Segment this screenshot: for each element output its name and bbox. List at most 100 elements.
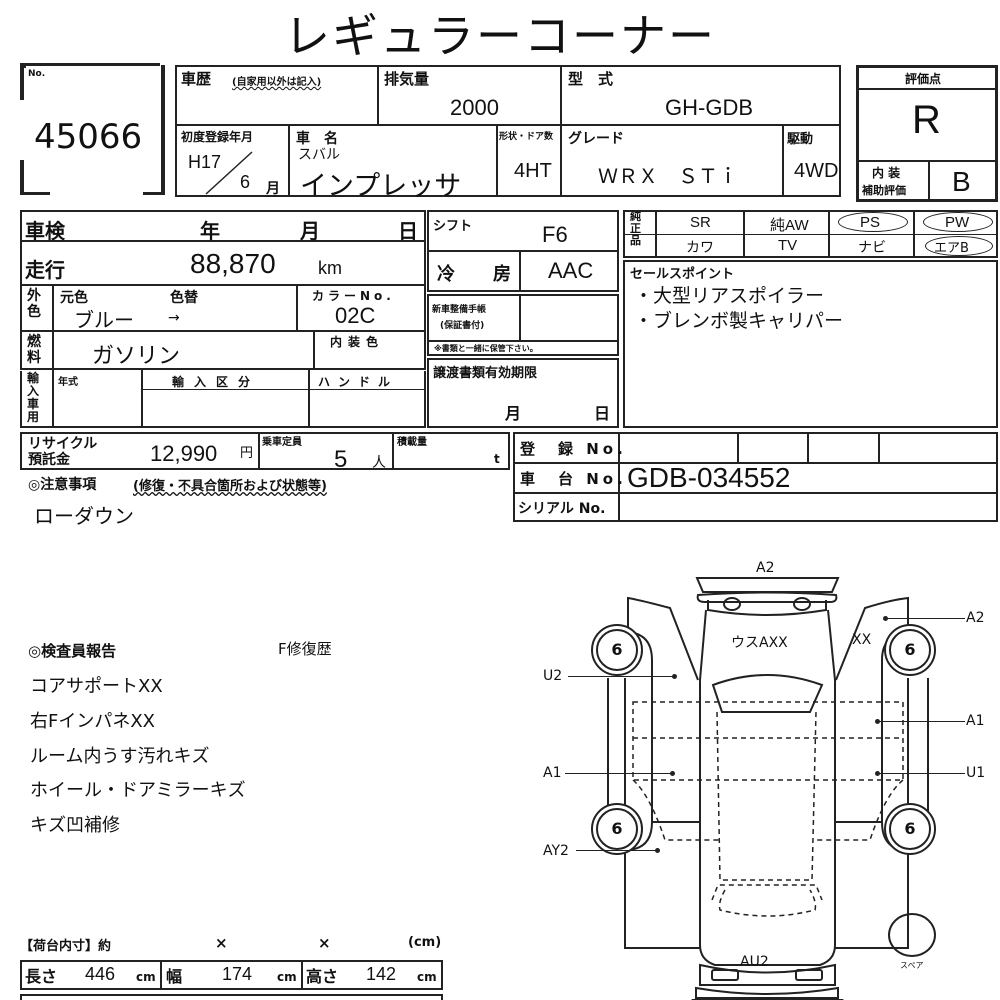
caution-value: ローダウン	[34, 504, 134, 528]
tire-front-right: 6	[889, 808, 931, 850]
exterior-color-side-label: 外色	[27, 288, 41, 320]
genuine-side-label: 純正品	[630, 210, 641, 247]
damage-trunk: ウスAXX	[731, 635, 788, 651]
capacity-unit: 人	[372, 455, 386, 471]
fuel-side-label: 燃料	[27, 334, 41, 366]
aircon-value: AAC	[548, 258, 594, 283]
inspection-mileage-block	[20, 210, 426, 428]
cargo-length: 446	[85, 964, 116, 984]
option-genuine-aw: 純AW	[770, 217, 809, 234]
mileage-value: 88,870	[190, 248, 276, 279]
car-maker: スバル	[298, 147, 340, 163]
inspector-report-line: ホイール・ドアミラーキズ	[30, 780, 246, 801]
interior-color-label: 内装色	[330, 335, 385, 349]
interior-score-value: B	[952, 166, 971, 197]
inspector-report-line: ルーム内うす汚れキズ	[30, 746, 210, 767]
inspection-label: 車検	[25, 219, 65, 243]
service-book-note: ※書類と一緒に保管下さい。	[434, 344, 538, 353]
spare-tire-label: スペア	[900, 961, 924, 970]
original-color-value: ブルー	[74, 308, 134, 332]
sales-points-box	[623, 260, 998, 428]
cargo-label: 【荷台内寸】約	[20, 939, 112, 954]
vehicle-history-label: 車歴	[181, 70, 212, 88]
recycle-value: 12,990	[150, 441, 218, 466]
damage-right-front-door: U1	[966, 765, 986, 781]
drive-label: 駆動	[787, 132, 814, 147]
pw-circled-mark	[923, 212, 993, 232]
ps-circled-mark	[838, 212, 908, 232]
chassis-no-label: 車 台 No.	[520, 470, 627, 488]
color-no-label: カラーNo.	[312, 289, 395, 303]
aircon-label: 冷 房	[437, 264, 521, 285]
spare-tire-icon	[888, 913, 936, 957]
shift-value: F6	[542, 222, 568, 247]
transfer-day-unit: 日	[594, 404, 611, 423]
first-registration-year: H17	[188, 152, 222, 172]
original-color-label: 元色	[60, 290, 88, 306]
load-label: 積載量	[397, 437, 427, 448]
import-year-label: 年式	[58, 377, 78, 388]
cargo-width-label: 幅	[166, 967, 183, 986]
displacement-label: 排気量	[384, 70, 430, 88]
tire-front-left: 6	[596, 808, 638, 850]
serial-no-label: シリアル No.	[518, 501, 606, 517]
inspection-day-unit: 日	[398, 219, 418, 243]
service-book-label: 新車整備手帳	[432, 305, 487, 315]
cargo-height-unit: cm	[417, 970, 437, 984]
transfer-month-unit: 月	[505, 404, 522, 423]
sales-point-item: ・大型リアスポイラー	[634, 285, 825, 307]
option-leather: カワ	[686, 240, 714, 256]
inspector-report-line: キズ凹補修	[30, 815, 120, 836]
registration-table	[513, 432, 998, 522]
inspection-year-unit: 年	[200, 219, 220, 243]
vehicle-history-note: (自家用以外は記入)	[232, 77, 322, 88]
shift-label: シフト	[433, 219, 473, 234]
cargo-unit-label: (cm)	[408, 935, 442, 950]
score-value: R	[912, 98, 941, 142]
car-name-value: インプレッサ	[300, 171, 462, 202]
displacement-value: 2000	[450, 95, 499, 120]
lot-number-label: No.	[28, 69, 46, 79]
month-unit: 月	[266, 181, 280, 197]
recycle-unit: 円	[240, 446, 254, 461]
drive-value: 4WD	[794, 160, 839, 182]
cargo-length-unit: cm	[136, 970, 156, 984]
transfer-docs-block	[427, 358, 619, 428]
lot-number: 45066	[34, 117, 143, 157]
service-book-block	[427, 294, 619, 356]
inspector-report-label: ◎検査員報告	[28, 642, 117, 660]
model-code-label: 型 式	[568, 70, 614, 88]
repair-history-flag: F修復歴	[278, 640, 332, 658]
capacity-label: 乗車定員	[262, 437, 302, 448]
capacity-value: 5	[334, 446, 348, 473]
score-box	[856, 65, 998, 202]
vehicle-info-block	[175, 65, 841, 197]
lot-number-box: No. 45066	[20, 63, 165, 195]
car-name-label: 車 名	[296, 131, 338, 147]
cargo-height-label: 高さ	[306, 967, 339, 986]
damage-left-rear-quarter: U2	[543, 668, 563, 684]
recycle-capacity-row	[20, 432, 510, 470]
sheet-title: レギュラーコーナー	[284, 9, 716, 63]
service-book-sublabel: (保証書付)	[440, 321, 485, 331]
inspection-month-unit: 月	[300, 219, 320, 243]
sales-points-label: セールスポイント	[630, 267, 735, 282]
damage-rear-spoiler: A2	[756, 560, 775, 576]
damage-left-rear-door: A1	[543, 765, 562, 781]
cargo-height: 142	[366, 964, 397, 984]
interior-score-label-2: 補助評価	[862, 184, 906, 197]
cargo-times-2: ×	[318, 934, 331, 952]
cargo-width: 174	[222, 964, 253, 984]
mileage-label: 走行	[25, 258, 65, 282]
airbag-circled-mark	[925, 236, 993, 256]
caution-label: ◎注意事項	[28, 477, 97, 493]
recycle-label-1: リサイクル	[28, 436, 98, 452]
score-label: 評価点	[905, 72, 942, 86]
transfer-docs-label: 譲渡書類有効期限	[433, 366, 538, 381]
damage-right-rear-door: A1	[966, 713, 985, 729]
tire-rear-right: 6	[889, 629, 931, 671]
steering-label: ハンドル	[318, 375, 399, 389]
body-doors-value: 4HT	[514, 160, 552, 182]
damage-right-rear-quarter: A2	[966, 610, 985, 626]
color-no-value: 02C	[335, 303, 376, 328]
